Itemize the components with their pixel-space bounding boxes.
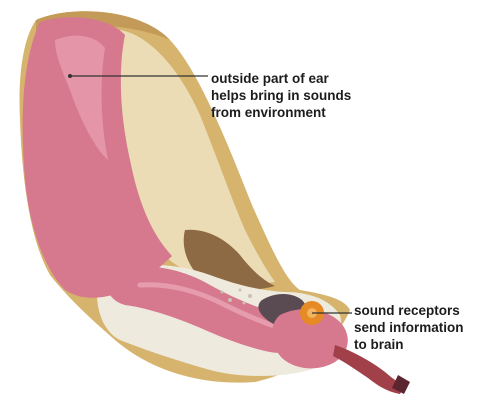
outer-ear-callout-line-1: outside part of ear (211, 70, 351, 87)
outer-ear-callout-line-2: helps bring in sounds (211, 87, 351, 104)
outer-ear-callout-line-3: from environment (211, 104, 351, 121)
sound-receptors-callout: sound receptors send information to brai… (354, 302, 464, 353)
outer-ear-pointer-dot (68, 74, 72, 78)
receptors-callout-line-2: send information (354, 319, 464, 336)
receptors-callout-line-1: sound receptors (354, 302, 464, 319)
outer-ear-callout: outside part of ear helps bring in sound… (211, 70, 351, 121)
receptors-callout-line-3: to brain (354, 336, 464, 353)
